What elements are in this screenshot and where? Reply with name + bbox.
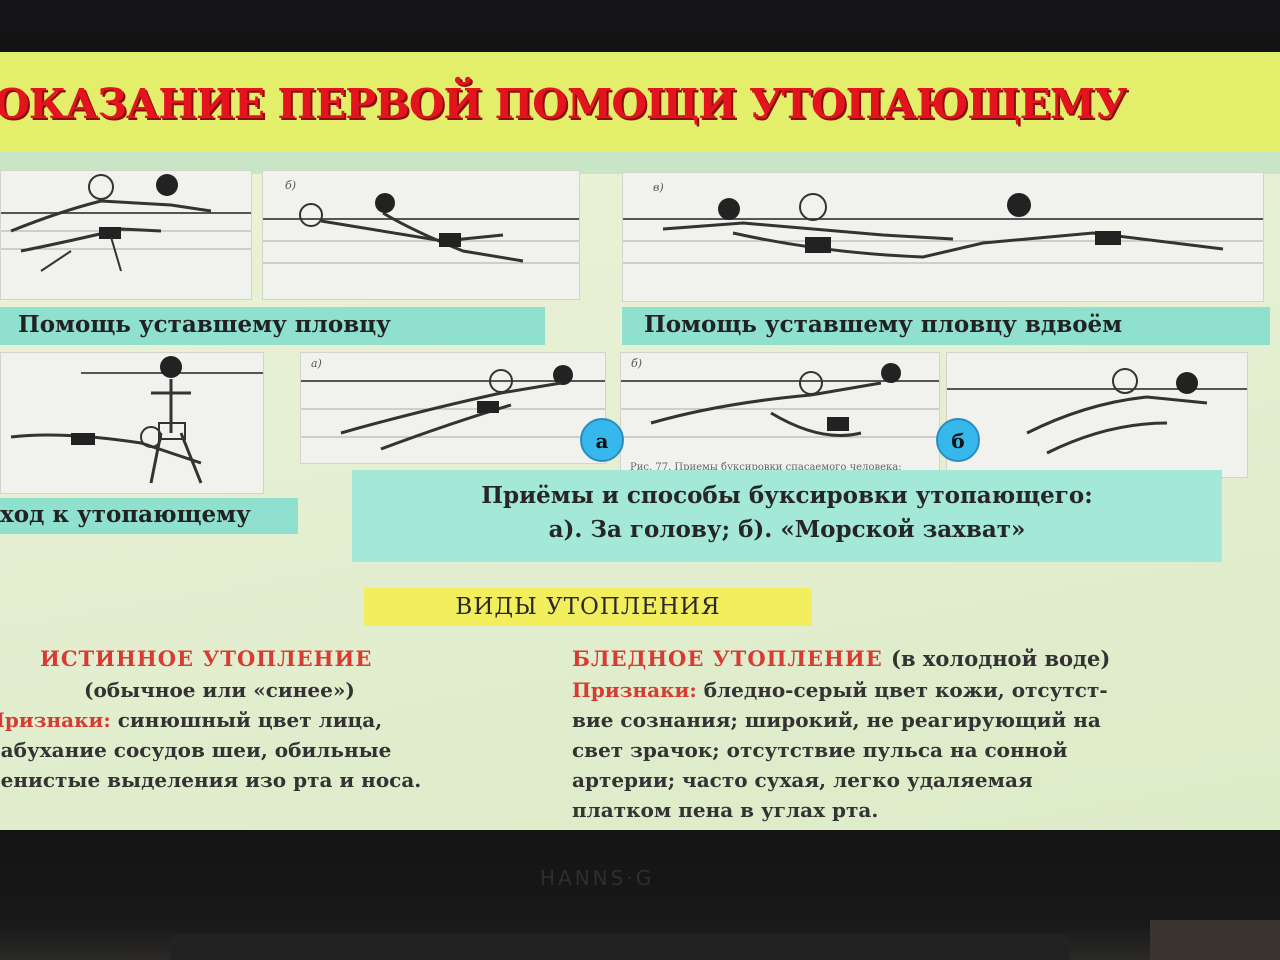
background-shelf (1150, 920, 1280, 960)
swimmers-drawing (1, 174, 251, 272)
drowning-types-title: ВИДЫ УТОПЛЕНИЯ (364, 588, 812, 626)
title-band: ОКАЗАНИЕ ПЕРВОЙ ПОМОЩИ УТОПАЮЩЕМУ (0, 52, 1280, 152)
pale-drowning-signs-text1: бледно-серый цвет кожи, отсутст- (703, 678, 1108, 702)
pale-drowning-signs-line5: платком пена в углах рта. (572, 798, 879, 822)
pale-drowning-signs-line4: артерии; часто сухая, легко удаляемая (572, 768, 1033, 792)
caption-tired-swimmer-pair-text: Помощь уставшему пловцу вдвоём (644, 311, 1123, 338)
caption-tired-swimmer-pair: Помощь уставшему пловцу вдвоём (622, 307, 1270, 345)
swimmers-drawing (623, 193, 1263, 264)
illustration-tired-swimmer-b: б) (262, 170, 580, 300)
true-drowning-title: ИСТИННОЕ УТОПЛЕНИЕ (40, 646, 373, 671)
figure-mark-b: б) (285, 179, 297, 192)
illustration-tow-alt (946, 352, 1248, 478)
approach-drawing (10, 356, 263, 484)
figure-mark-v: в) (653, 181, 664, 194)
towing-methods-box: Приёмы и способы буксировки утопающего: … (352, 470, 1222, 562)
figure-mark-a2: а) (311, 357, 322, 370)
swimmers-drawing (263, 193, 579, 264)
illustration-tow-head: а) (300, 352, 606, 464)
true-drowning-signs-line3: пенистые выделения изо рта и носа. (0, 768, 422, 792)
marker-a: а (580, 418, 624, 462)
true-drowning-signs-line2: набухание сосудов шеи, обильные (0, 738, 392, 762)
true-drowning-signs-line1: Признаки: синюшный цвет лица, (0, 708, 382, 732)
true-drowning-signs-label: Признаки: (0, 708, 111, 732)
towing-line-2: а). За голову; б). «Морской захват» (548, 516, 1026, 543)
slide-screen: ОКАЗАНИЕ ПЕРВОЙ ПОМОЩИ УТОПАЮЩЕМУ б) (0, 52, 1280, 830)
pale-drowning-signs-line2: вие сознания; широкий, не реагирующий на (572, 708, 1101, 732)
marker-b: б (936, 418, 980, 462)
figure-mark-b2: б) (631, 357, 643, 370)
tow-drawing (621, 363, 939, 438)
pale-drowning-title-note: (в холодной воде) (891, 646, 1111, 671)
illustration-approach (0, 352, 264, 494)
monitor-stand (170, 934, 1070, 960)
caption-approach: ход к утопающему (0, 498, 298, 534)
pale-drowning-signs-line1: Признаки: бледно-серый цвет кожи, отсутс… (572, 678, 1108, 702)
figure-caption: Рис. 77. Приемы буксировки спасаемого че… (630, 462, 902, 473)
illustration-tired-swimmer-a (0, 170, 252, 300)
illustration-sea-grip: б) (620, 352, 940, 478)
pale-drowning-signs-line3: свет зрачок; отсутствие пульса на сонной (572, 738, 1068, 762)
tow-drawing (947, 368, 1247, 455)
true-drowning-signs-text1: синюшный цвет лица, (117, 708, 383, 732)
monitor-brand-logo: HANNS·G (540, 866, 655, 890)
slide-title: ОКАЗАНИЕ ПЕРВОЙ ПОМОЩИ УТОПАЮЩЕМУ (0, 80, 1127, 128)
towing-line-1: Приёмы и способы буксировки утопающего: (481, 482, 1093, 509)
pale-drowning-title-text: БЛЕДНОЕ УТОПЛЕНИЕ (572, 646, 883, 671)
caption-approach-text: ход к утопающему (0, 501, 251, 528)
true-drowning-subtitle: (обычное или «синее») (84, 678, 355, 702)
tow-drawing (301, 365, 605, 451)
illustration-tired-swimmer-pair: в) (622, 172, 1264, 302)
pale-drowning-title: БЛЕДНОЕ УТОПЛЕНИЕ (в холодной воде) (572, 646, 1110, 671)
title-underline-band (0, 152, 1280, 174)
caption-tired-swimmer: Помощь уставшему пловцу (0, 307, 545, 345)
pale-drowning-signs-label: Признаки: (572, 678, 697, 702)
caption-tired-swimmer-text: Помощь уставшему пловцу (18, 311, 391, 338)
